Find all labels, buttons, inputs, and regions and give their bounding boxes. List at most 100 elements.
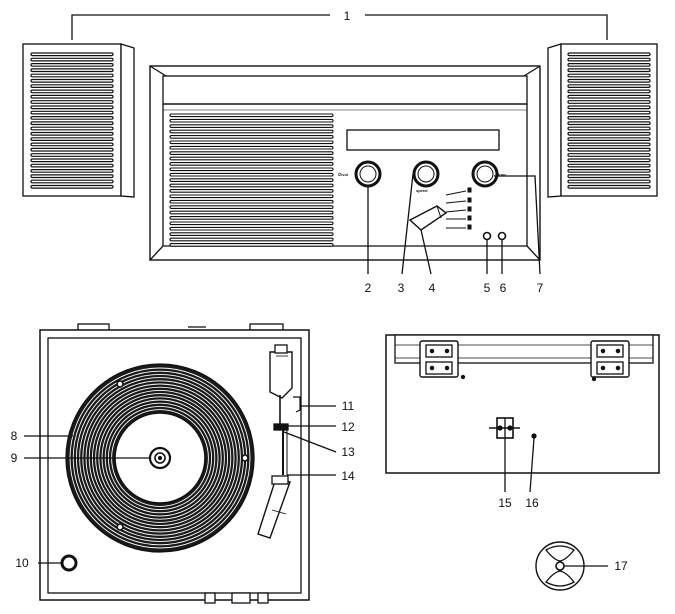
- grill-slot: [169, 205, 334, 209]
- grill-slot: [30, 121, 114, 126]
- grill-slot: [30, 163, 114, 168]
- left-speaker: [22, 43, 135, 198]
- grill-slot: [567, 147, 651, 152]
- grill-slot: [30, 62, 114, 67]
- grill-slot: [169, 172, 334, 177]
- grill-slot: [169, 237, 334, 242]
- grill-slot: [30, 142, 114, 147]
- callout-16: 16: [525, 496, 539, 510]
- grill-slot: [169, 189, 334, 193]
- grill-slot: [30, 57, 114, 62]
- power-knob-mark: ⏻/vol: [338, 172, 348, 177]
- grill-slot: [30, 100, 114, 104]
- grill-slot: [567, 131, 651, 136]
- callout-3: 3: [398, 281, 405, 295]
- grill-slot: [567, 126, 651, 131]
- grill-slot: [567, 94, 651, 99]
- grill-slot: [169, 162, 334, 166]
- grill-slot: [169, 178, 334, 182]
- right-speaker: [547, 43, 658, 198]
- grill-slot: [567, 179, 651, 184]
- adapter-45rpm: [535, 541, 608, 591]
- grill-slot: [169, 118, 334, 123]
- grill-slot: [30, 126, 114, 131]
- grill-slot: [30, 174, 114, 179]
- top-view: [24, 323, 337, 604]
- grill-slot: [567, 78, 651, 83]
- leader-16: [529, 437, 535, 493]
- grill-slot: [567, 115, 651, 120]
- grill-slot: [30, 153, 114, 157]
- grill-slot: [567, 174, 651, 179]
- grill-slot: [169, 145, 334, 150]
- headphone-jack: [482, 231, 492, 241]
- grill-slot: [567, 100, 651, 104]
- callout-17: 17: [614, 559, 628, 573]
- grill-slot: [30, 110, 114, 115]
- grill-slot: [169, 199, 334, 204]
- grill-slot: [30, 84, 114, 89]
- function-knob: [471, 160, 499, 188]
- callout-14: 14: [341, 469, 355, 483]
- grill-slot: [30, 52, 114, 57]
- grill-slot: [567, 184, 651, 189]
- callout-6: 6: [500, 281, 507, 295]
- grill-slot: [169, 183, 334, 188]
- back-view: [385, 334, 660, 493]
- right-hinge: [590, 340, 630, 378]
- callout-2: 2: [365, 281, 372, 295]
- grill-slot: [169, 113, 334, 118]
- grill-slot: [30, 68, 114, 73]
- leader-7: [494, 175, 541, 275]
- leader-3: [401, 173, 414, 275]
- grill-slot: [567, 137, 651, 142]
- grill-slot: [30, 169, 114, 173]
- grill-slot: [30, 184, 114, 189]
- grill-slot: [567, 158, 651, 163]
- aux-in-jack: [497, 231, 507, 241]
- grill-slot: [567, 68, 651, 73]
- grill-slot: [567, 84, 651, 89]
- function-lever: [408, 205, 448, 231]
- grill-slot: [30, 115, 114, 120]
- grill-slot: [169, 135, 334, 139]
- leader-4: [420, 229, 432, 275]
- grill-slot: [30, 147, 114, 152]
- front-view: [22, 14, 658, 275]
- grill-slot: [567, 142, 651, 147]
- grill-slot: [169, 194, 334, 199]
- grill-slot: [169, 156, 334, 161]
- grill-slot: [567, 169, 651, 173]
- left-hinge: [419, 340, 459, 378]
- speakers-leader-line-right: [365, 14, 608, 40]
- grill-slot: [567, 153, 651, 157]
- grill-slot: [169, 216, 334, 220]
- callout-12: 12: [341, 420, 355, 434]
- callout-9: 9: [11, 451, 18, 465]
- speakers-leader-line: [71, 14, 330, 40]
- grill-slot: [30, 158, 114, 163]
- display-window: [346, 129, 500, 151]
- grill-slot: [567, 163, 651, 168]
- callout-13: 13: [341, 445, 355, 459]
- start-stop-button: [60, 554, 78, 572]
- grill-slot: [30, 137, 114, 142]
- callout-8: 8: [11, 429, 18, 443]
- grill-slot: [30, 73, 114, 78]
- spindle: [148, 446, 172, 470]
- callout-15: 15: [498, 496, 512, 510]
- speed-knob: [412, 160, 440, 188]
- grill-slot: [169, 226, 334, 231]
- callout-1: 1: [344, 9, 351, 23]
- leader-13: [283, 431, 337, 453]
- callout-7: 7: [537, 281, 544, 295]
- grill-slot: [169, 210, 334, 215]
- grill-slot: [567, 62, 651, 67]
- grill-slot: [30, 94, 114, 99]
- grill-slot: [567, 52, 651, 57]
- speed-knob-mark: speed: [416, 188, 428, 193]
- grill-slot: [567, 110, 651, 115]
- callout-11: 11: [342, 399, 355, 413]
- callout-4: 4: [429, 281, 436, 295]
